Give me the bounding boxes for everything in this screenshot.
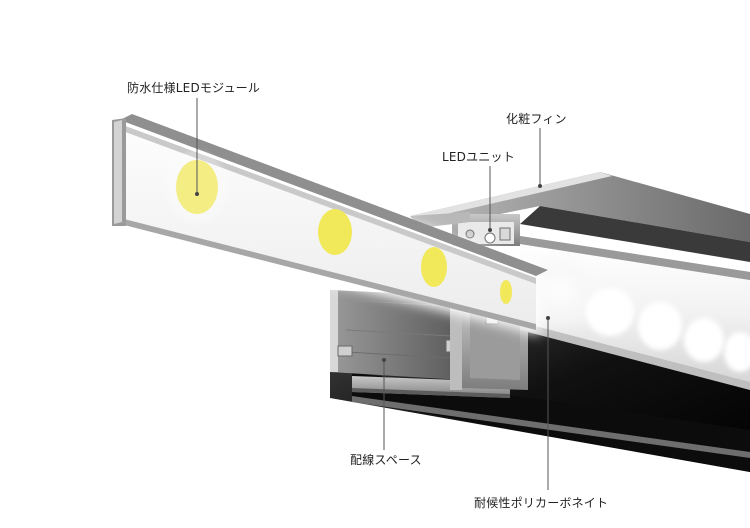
leader-dot-decorative-fin — [538, 184, 542, 188]
callout-waterproof-led-module: 防水仕様LEDモジュール — [127, 81, 261, 95]
leader-dot-polycarbonate — [546, 316, 550, 320]
leader-dot-led-unit — [488, 228, 492, 232]
leader-dots — [195, 184, 550, 362]
polycarbonate-lens — [516, 236, 750, 390]
led-module-strip — [112, 112, 548, 335]
callout-wiring-space: 配線スペース — [350, 453, 422, 467]
leader-dot-led-module — [195, 192, 199, 196]
callout-decorative-fin: 化粧フィン — [506, 112, 567, 126]
leader-lines — [196, 98, 549, 490]
callout-led-unit: LEDユニット — [442, 150, 515, 164]
callout-polycarbonate: 耐候性ポリカーボネイト — [474, 496, 609, 510]
leader-dot-wiring-space — [382, 358, 386, 362]
